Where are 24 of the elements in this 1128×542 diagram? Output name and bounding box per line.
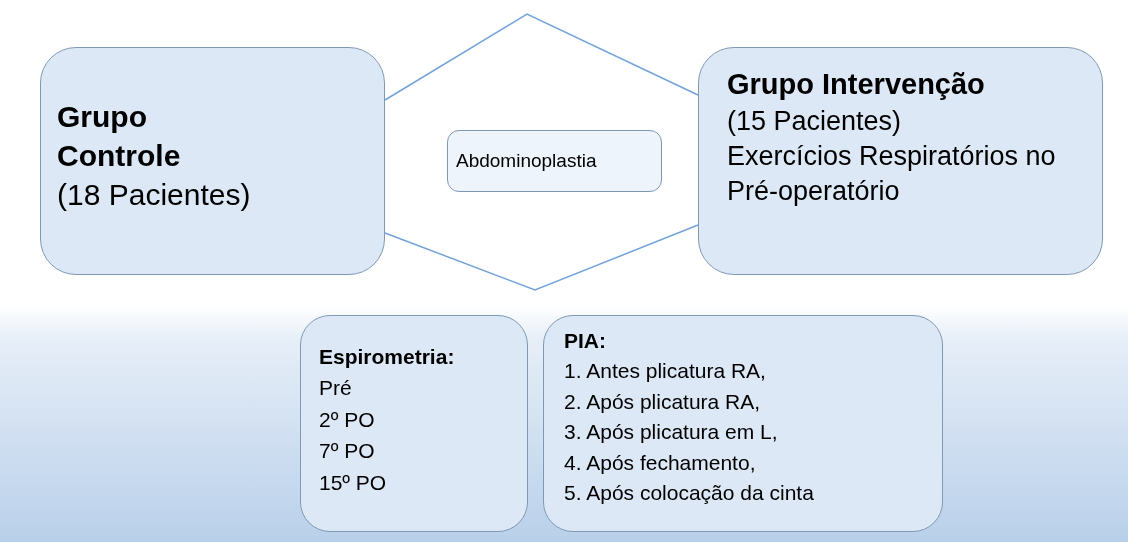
- connector-line: [384, 224, 699, 291]
- box-heading: Espirometria:: [319, 343, 456, 370]
- patient-count: (18 Pacientes): [57, 176, 252, 213]
- list-item: 2. Após plicatura RA,: [564, 388, 762, 415]
- list-item: 7º PO: [319, 438, 376, 465]
- list-item: 15º PO: [319, 469, 388, 496]
- group-heading: Grupo Controle: [57, 98, 182, 174]
- patient-count: (15 Pacientes): [727, 104, 903, 138]
- group-box: [300, 315, 528, 532]
- list-item: Pré: [319, 375, 353, 402]
- group-box: [698, 47, 1103, 275]
- group-heading: Grupo Intervenção: [727, 67, 986, 102]
- group-box: [543, 315, 943, 532]
- connector-line: [384, 13, 699, 101]
- procedure-label: Abdominoplastia: [456, 149, 598, 173]
- procedure-box: [447, 130, 662, 192]
- list-item: 3. Após plicatura em L,: [564, 419, 779, 446]
- list-item: 1. Antes plicatura RA,: [564, 358, 767, 385]
- list-item: 4. Após fechamento,: [564, 449, 757, 476]
- list-item: 2º PO: [319, 406, 376, 433]
- group-box: [40, 47, 385, 275]
- box-heading: PIA:: [564, 328, 607, 354]
- list-item: 5. Após colocação da cinta: [564, 480, 815, 507]
- description-text: Exercícios Respiratórios no Pré-operatório: [727, 139, 1057, 208]
